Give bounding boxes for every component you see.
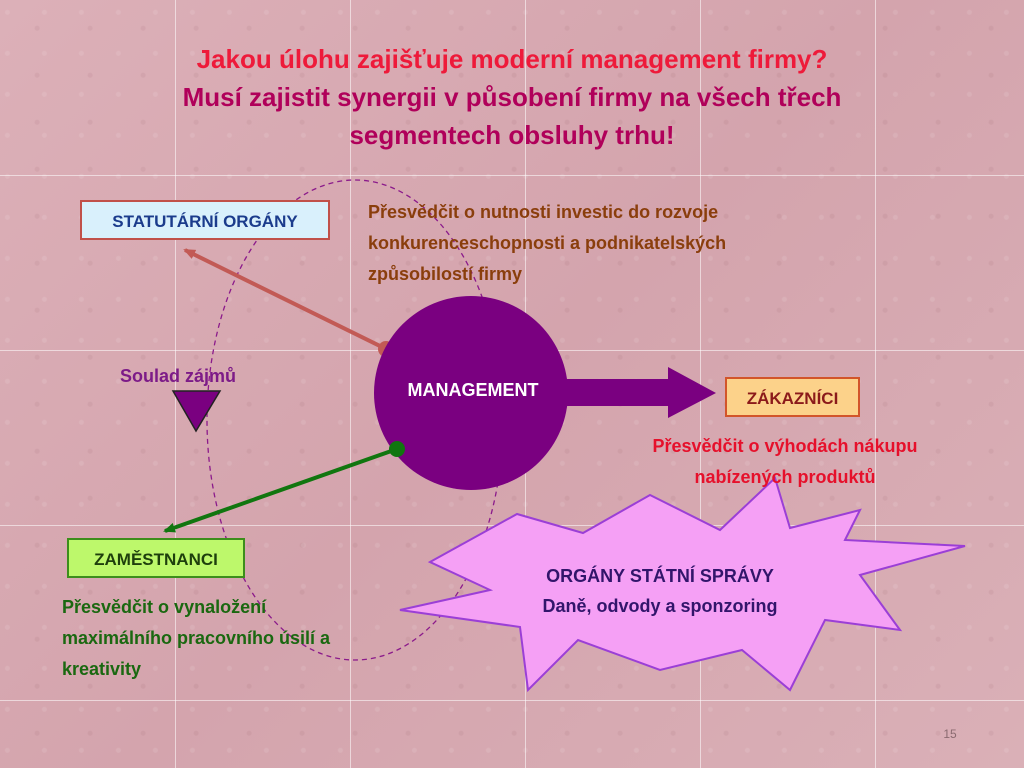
- grid-line: [175, 0, 176, 768]
- statutarni-description: Přesvědčit o nutnosti investic do rozvoj…: [368, 197, 828, 290]
- soulad-triangle: [171, 390, 222, 433]
- arrow-origin-dot: [389, 441, 405, 457]
- zamestnanci-text-line: maximálního pracovního úsilí a: [62, 628, 331, 648]
- zakaznici-description: Přesvědčit o výhodách nákupu nabízených …: [600, 431, 970, 493]
- grid-line: [0, 175, 1024, 176]
- state-organs-title: ORGÁNY STÁTNÍ SPRÁVY: [546, 566, 774, 586]
- state-organs-text: ORGÁNY STÁTNÍ SPRÁVY Daně, odvody a spon…: [480, 561, 840, 621]
- arrow-to-zakaznici: [555, 367, 716, 418]
- grid-line: [700, 0, 701, 768]
- zakaznici-text-line: nabízených produktů: [694, 467, 876, 487]
- grid-line: [875, 0, 876, 768]
- zakaznici-text-line: Přesvědčit o výhodách nákupu: [652, 436, 918, 456]
- slide-title: Jakou úlohu zajišťuje moderní management…: [100, 40, 924, 154]
- state-star-shape: [399, 476, 966, 693]
- zakaznici-box: ZÁKAZNÍCI: [725, 377, 860, 417]
- management-circle: [374, 296, 568, 490]
- grid-line: [0, 700, 1024, 701]
- zamestnanci-text-line: kreativity: [62, 659, 142, 679]
- soulad-zajmu-label: Soulad zájmů: [120, 366, 237, 386]
- grid-line: [350, 0, 351, 768]
- arrow-to-statutarni: [183, 248, 387, 351]
- state-organs-subtitle: Daně, odvody a sponzoring: [542, 596, 778, 616]
- statutarni-text-line: Přesvědčit o nutnosti investic do rozvoj…: [368, 202, 719, 222]
- zamestnanci-description: Přesvědčit o vynaložení maximálního prac…: [62, 592, 422, 685]
- management-label: MANAGEMENT: [407, 380, 539, 400]
- title-line-2: Musí zajistit synergii v působení firmy …: [182, 82, 842, 112]
- zamestnanci-text-line: Přesvědčit o vynaložení: [62, 597, 267, 617]
- arrow-to-zamestnanci: [163, 447, 398, 533]
- page-number: 15: [943, 727, 957, 741]
- statutarni-organy-box: STATUTÁRNÍ ORGÁNY: [80, 200, 330, 240]
- title-line-1: Jakou úlohu zajišťuje moderní management…: [196, 44, 828, 74]
- title-line-3: segmentech obsluhy trhu!: [349, 120, 675, 150]
- statutarni-text-line: způsobilostí firmy: [368, 264, 523, 284]
- statutarni-text-line: konkurenceschopnosti a podnikatelských: [368, 233, 727, 253]
- zamestnanci-box: ZAMĚSTNANCI: [67, 538, 245, 578]
